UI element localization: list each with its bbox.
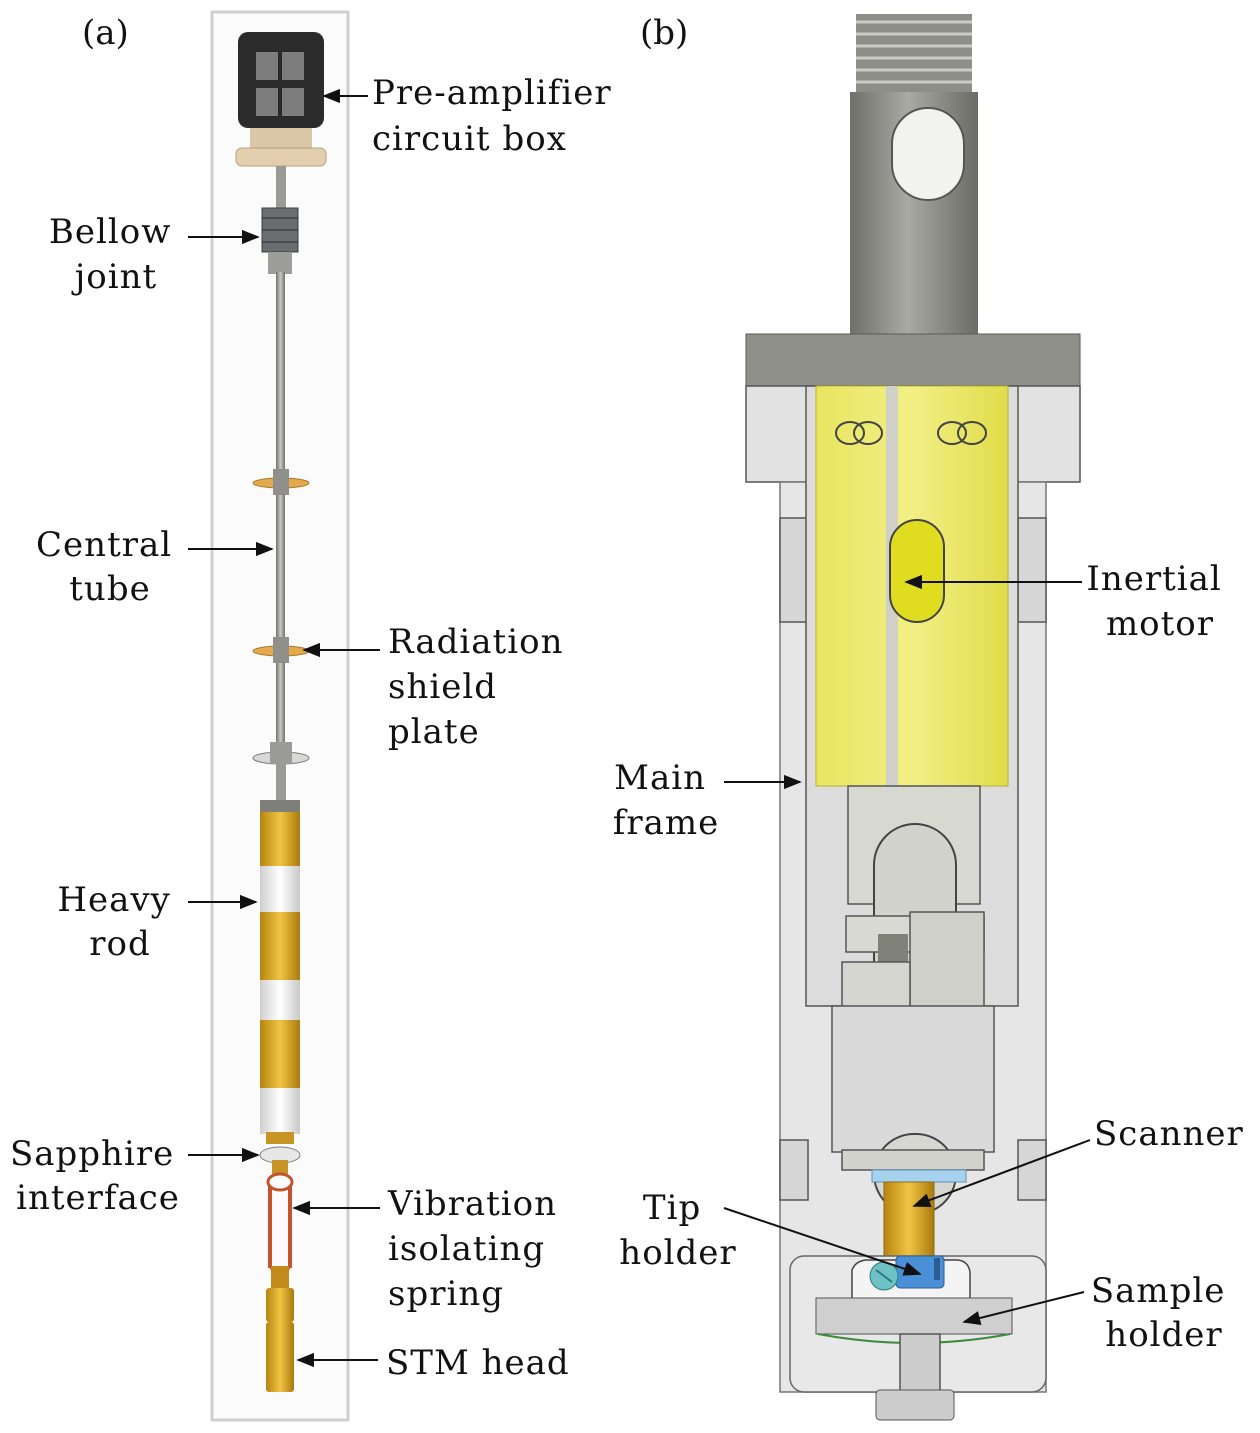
- label-sample: Sample holder: [1091, 1271, 1237, 1355]
- arrow-sample: [962, 1291, 1085, 1326]
- flange: [745, 333, 1081, 387]
- label-central: Central tube: [36, 525, 184, 609]
- scanner-drawing: [883, 1181, 935, 1263]
- label-inertial: Inertial motor: [1086, 559, 1233, 644]
- sample-holder-drawing: [815, 1297, 1013, 1421]
- label-preamp: Pre-amplifier circuit box: [372, 73, 623, 159]
- label-tip: Tip holder: [619, 1188, 736, 1273]
- arrow-tip: [723, 1207, 922, 1276]
- panel-a-label: (a): [82, 13, 129, 53]
- panel-b: (b): [613, 13, 1244, 1421]
- preamp-box-drawing: [235, 32, 327, 167]
- label-radiation: Radiation shield plate: [388, 622, 575, 752]
- label-heavy: Heavy rod: [57, 880, 182, 964]
- stm-head-drawing: [266, 1266, 294, 1392]
- bellow-joint-drawing: [261, 207, 299, 274]
- panel-b-label: (b): [640, 13, 688, 53]
- panel-a: (a): [10, 10, 623, 1422]
- label-bellow: Bellow joint: [49, 212, 183, 297]
- label-stm: STM head: [386, 1343, 570, 1383]
- arrow-scanner: [912, 1139, 1091, 1208]
- threaded-top: [856, 14, 972, 94]
- label-mainframe: Main frame: [613, 758, 719, 843]
- central-tube-drawing: [276, 272, 285, 772]
- heavy-rod-drawing: [260, 800, 300, 1144]
- inertial-motor-drawing: [815, 385, 1009, 787]
- label-spring: Vibration isolating spring: [387, 1184, 569, 1314]
- label-scanner: Scanner: [1094, 1114, 1244, 1154]
- label-sapphire: Sapphire interface: [10, 1134, 186, 1218]
